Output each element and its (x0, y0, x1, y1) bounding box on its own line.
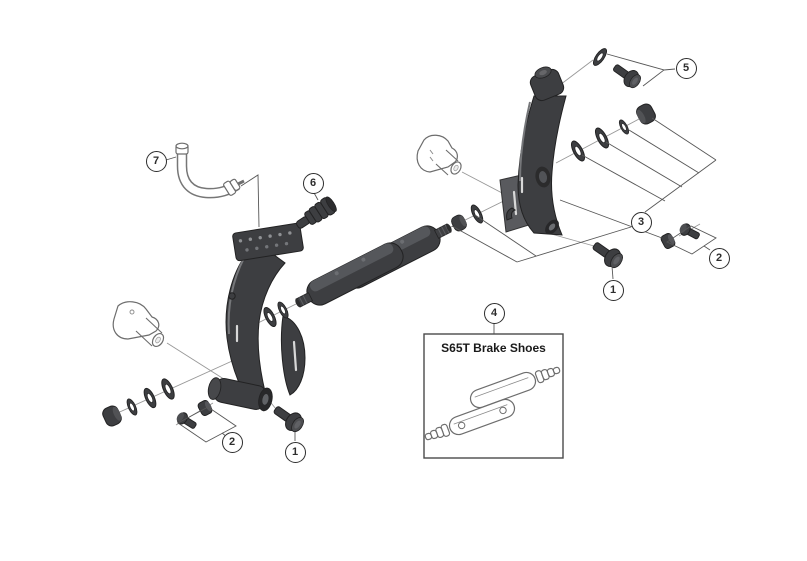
box-label: S65T Brake Shoes (441, 341, 546, 355)
washer (592, 125, 612, 151)
fixing-bolt-left (269, 400, 308, 436)
fixing-bolt-right (588, 236, 627, 272)
callout-1-right: 1 (602, 279, 624, 301)
washer (158, 376, 178, 402)
left-brake-arm (207, 222, 306, 412)
callout-1-left: 1 (284, 441, 306, 463)
brake-shoe-lower (295, 242, 404, 308)
callout-2-left: 2 (221, 431, 243, 453)
callout-6: 6 (302, 172, 324, 194)
pivot-washer-stack-left (100, 376, 178, 429)
link-plate (232, 222, 304, 262)
rubber-boot (296, 196, 337, 229)
callout-4: 4 (483, 302, 505, 324)
washer (568, 138, 588, 164)
cable-noodle (175, 142, 245, 199)
frame-boss-right (416, 134, 462, 176)
cable-fixing-bolt (609, 59, 645, 92)
link-nut-left (196, 398, 215, 418)
brake-shoes-box (423, 333, 564, 459)
right-brake-arm (499, 66, 567, 236)
callout-2-right: 2 (708, 247, 730, 269)
washer (617, 118, 631, 136)
box-shoe-lower (424, 398, 516, 441)
cable-fixing-washer (590, 46, 610, 68)
box-shoe-upper (469, 366, 561, 409)
frame-boss-left (112, 301, 165, 348)
callout-3: 3 (630, 211, 652, 233)
washer (124, 397, 140, 417)
leader-lines (165, 53, 717, 443)
pivot-cap (633, 101, 659, 127)
washer (468, 202, 486, 226)
washer (275, 300, 291, 320)
washer (141, 386, 159, 410)
pivot-cap (100, 403, 125, 429)
noodle-leader-line (240, 174, 260, 228)
callout-7: 7 (145, 150, 167, 172)
washer (260, 305, 280, 329)
callout-5: 5 (675, 57, 697, 79)
